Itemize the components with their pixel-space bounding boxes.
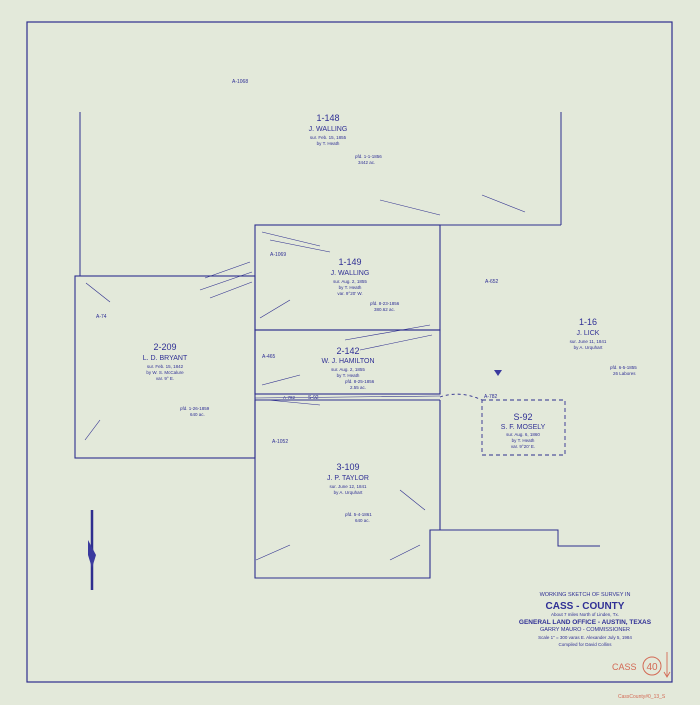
survey-detail: by T. Heath bbox=[512, 438, 535, 443]
survey-grantee: L. D. BRYANT bbox=[143, 355, 188, 362]
title-scale: Scale 1" = 300 varas E. Alexander July 5… bbox=[538, 635, 632, 640]
survey-detail: by A. Urquhart bbox=[334, 490, 364, 495]
strip-label: S-92 bbox=[308, 395, 319, 401]
survey-grantee: S. F. MOSELY bbox=[501, 424, 546, 431]
title-commissioner: GARRY MAURO - COMMISSIONER bbox=[540, 627, 630, 633]
stamp-circle bbox=[642, 656, 662, 676]
survey-grantee: W. J. HAMILTON bbox=[321, 358, 374, 365]
survey-number: S-92 bbox=[513, 412, 532, 422]
map-border bbox=[26, 21, 673, 683]
strip-label: A-782 bbox=[283, 395, 296, 400]
survey-patent: pfd. 8-23-1856 bbox=[370, 301, 400, 306]
survey-acres: 26 Labores bbox=[613, 371, 636, 376]
survey-patent: pfd. 1-26-1859 bbox=[180, 406, 210, 411]
survey-grantee: J. WALLING bbox=[331, 270, 370, 277]
survey-detail: var. 9°20' W. bbox=[337, 291, 362, 296]
survey-acres: 380.62 ac. bbox=[374, 307, 395, 312]
survey-detail: sur. Aug. 2, 1855 bbox=[331, 367, 365, 372]
survey-detail: by A. Urquhart bbox=[574, 345, 604, 350]
survey-detail: sur. June 12, 1841 bbox=[329, 484, 367, 489]
tract-s-92-box bbox=[481, 399, 566, 456]
survey-number: 2-209 bbox=[153, 342, 176, 352]
survey-number: 1-149 bbox=[338, 257, 361, 267]
survey-acres: 2.55 ac. bbox=[350, 385, 366, 390]
abstract-label: A-1069 bbox=[270, 252, 286, 258]
survey-acres: 3442 ac. bbox=[358, 160, 375, 165]
title-location: About 7 miles North of Linden, Tx. bbox=[551, 612, 619, 617]
marker-icon bbox=[494, 370, 502, 376]
boundary-line bbox=[440, 529, 600, 547]
abstract-label: A-782 bbox=[484, 394, 498, 400]
survey-grantee: J. WALLING bbox=[309, 126, 348, 133]
abstract-label: A-1068 bbox=[232, 79, 248, 85]
survey-detail: var. 9° E. bbox=[156, 376, 174, 381]
tract-1-149 bbox=[254, 224, 441, 331]
survey-patent: pfd. 8-25-1856 bbox=[345, 379, 375, 384]
stamp-arrow bbox=[663, 671, 671, 678]
survey-detail: by T. Heath bbox=[339, 285, 362, 290]
dashed-connector bbox=[439, 393, 483, 401]
stamp-number: 40 bbox=[646, 662, 658, 673]
survey-patent: pfd. 5-4-1861 bbox=[345, 512, 372, 517]
survey-acres: 640 ac. bbox=[190, 412, 205, 417]
survey-detail: sur. Feb. 15, 1842 bbox=[147, 364, 184, 369]
abstract-label: A-465 bbox=[262, 354, 276, 360]
survey-detail: sur. Feb. 15, 1855 bbox=[310, 135, 347, 140]
abstract-label: A-1052 bbox=[272, 439, 288, 445]
abstract-label: A-74 bbox=[96, 314, 107, 320]
survey-detail: by W. S. McCalure bbox=[146, 370, 184, 375]
survey-detail: by T. Heath bbox=[337, 373, 360, 378]
survey-number: 1-16 bbox=[579, 317, 597, 327]
survey-detail: sur. Aug. 6, 1860 bbox=[506, 432, 540, 437]
survey-grantee: J. P. TAYLOR bbox=[327, 475, 369, 482]
title-county: CASS - COUNTY bbox=[546, 601, 625, 612]
field-notes bbox=[84, 194, 526, 561]
survey-number: 3-109 bbox=[336, 462, 359, 472]
abstract-label: A-652 bbox=[485, 279, 499, 285]
title-heading: WORKING SKETCH OF SURVEY IN bbox=[540, 592, 631, 598]
survey-number: 1-148 bbox=[316, 113, 339, 123]
title-office: GENERAL LAND OFFICE - AUSTIN, TEXAS bbox=[519, 619, 652, 626]
survey-detail: by T. Heath bbox=[317, 141, 340, 146]
north-arrow-icon bbox=[88, 510, 96, 590]
stamp-county: CASS bbox=[612, 662, 637, 672]
strip-line bbox=[254, 395, 441, 399]
survey-grantee: J. LICK bbox=[577, 330, 600, 337]
tract-2-142 bbox=[254, 329, 441, 395]
title-compiled: Compiled for David Collins bbox=[558, 642, 612, 647]
survey-patent: pfd. 6-5-1855 bbox=[610, 365, 637, 370]
survey-acres: 640 ac. bbox=[355, 518, 370, 523]
tract-3-109 bbox=[254, 400, 441, 579]
survey-detail: var. 9°20' E. bbox=[511, 444, 535, 449]
catalog-number: CassCounty#0_13_S bbox=[618, 694, 666, 700]
survey-detail: sur. Aug. 2, 1855 bbox=[333, 279, 367, 284]
survey-detail: sur. June 11, 1841 bbox=[570, 339, 607, 344]
survey-patent: pfd. 1-1-1856 bbox=[355, 154, 382, 159]
survey-number: 2-142 bbox=[336, 346, 359, 356]
